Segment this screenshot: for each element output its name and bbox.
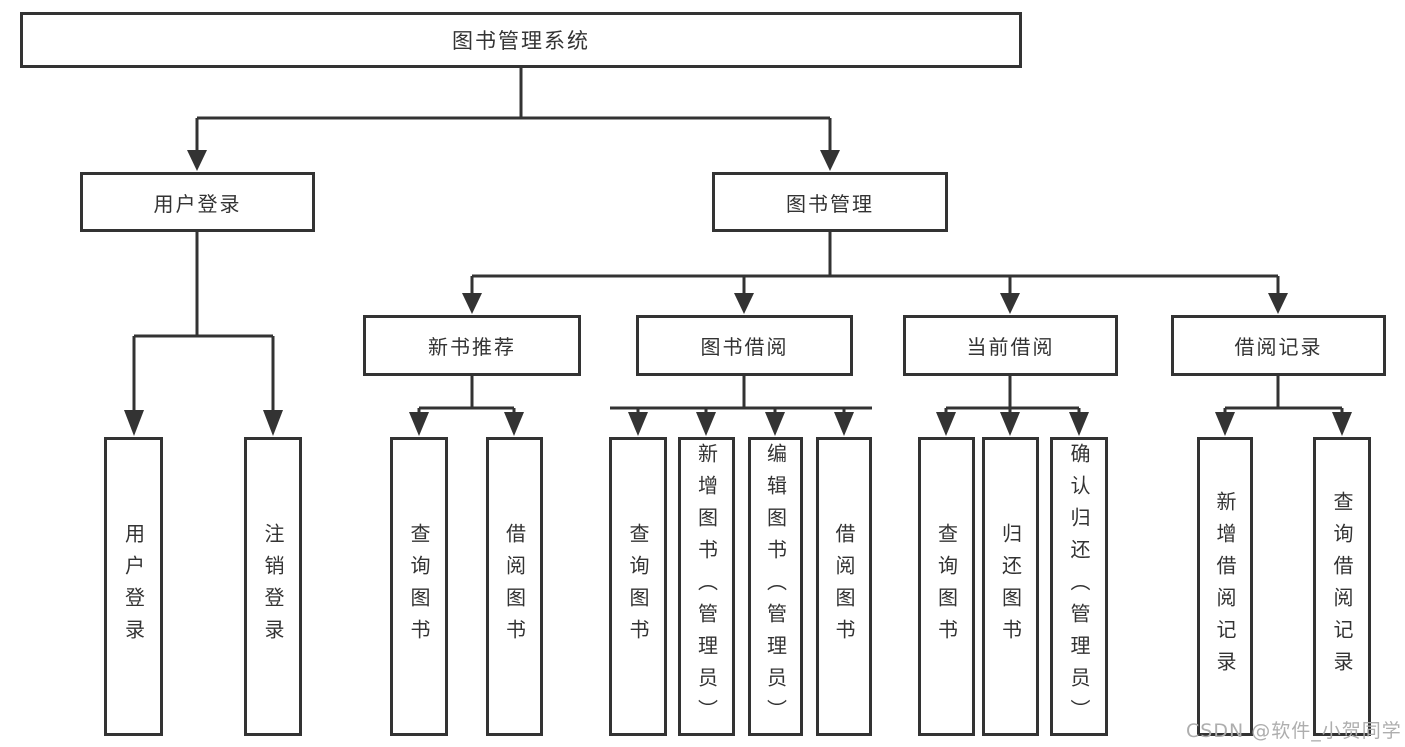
- leaf-user-login: 用户登录: [104, 437, 163, 736]
- node-user-login: 用户登录: [80, 172, 315, 232]
- leaf-edit-book-admin: 编辑图书（管理员）: [748, 437, 803, 736]
- node-system-root: 图书管理系统: [20, 12, 1022, 68]
- leaf-current-query-book: 查询图书: [918, 437, 975, 736]
- node-current-borrow: 当前借阅: [903, 315, 1118, 376]
- leaf-add-book-admin: 新增图书（管理员）: [678, 437, 735, 736]
- leaf-return-book: 归还图书: [982, 437, 1039, 736]
- leaf-recommend-borrow-book: 借阅图书: [486, 437, 543, 736]
- leaf-logout: 注销登录: [244, 437, 302, 736]
- leaf-confirm-return-admin: 确认归还（管理员）: [1050, 437, 1108, 736]
- node-new-book-recommend: 新书推荐: [363, 315, 581, 376]
- node-book-borrow: 图书借阅: [636, 315, 853, 376]
- leaf-query-borrow-record: 查询借阅记录: [1313, 437, 1371, 736]
- leaf-borrow-borrow-book: 借阅图书: [816, 437, 872, 736]
- node-book-management: 图书管理: [712, 172, 948, 232]
- leaf-add-borrow-record: 新增借阅记录: [1197, 437, 1253, 736]
- leaf-recommend-query-book: 查询图书: [390, 437, 448, 736]
- csdn-watermark: CSDN @软件_小贺同学: [1186, 720, 1402, 742]
- arrowheads: [124, 150, 1352, 436]
- leaf-borrow-query-book: 查询图书: [609, 437, 667, 736]
- node-borrow-record: 借阅记录: [1171, 315, 1386, 376]
